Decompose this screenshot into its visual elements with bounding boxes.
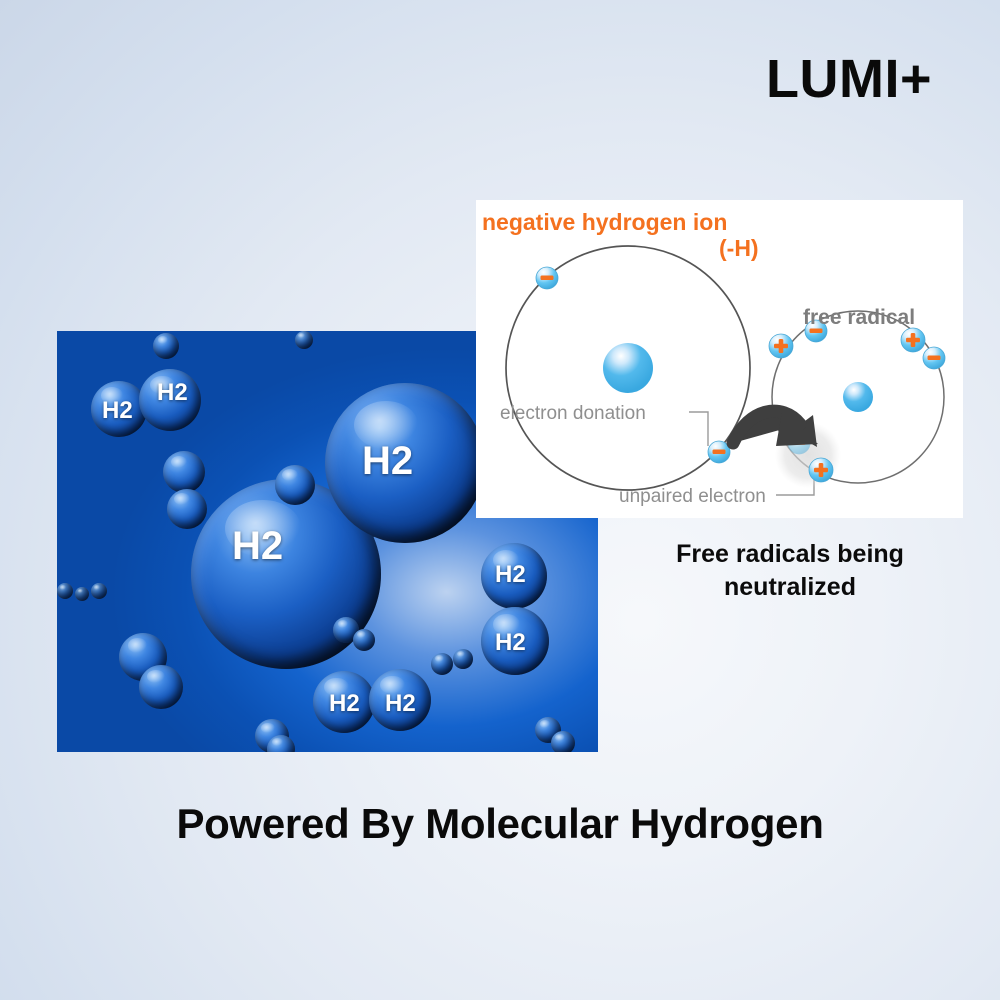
h2-label: H2 [157,379,188,406]
bubble-large-upper [325,383,485,543]
radical-particle-positive-bottom [808,457,834,483]
free-radical-orbit-circle [771,310,945,484]
h2-label: H2 [102,397,133,424]
bubble-scatter-8 [267,735,295,752]
hydrogen-orbit-circle [505,245,751,491]
bubble-near-neck [275,465,315,505]
electron-transfer-arrow [726,404,818,450]
bubble-scatter-5 [431,653,453,675]
h2-label: H2 [495,629,526,656]
bubble-right-upper [481,543,547,609]
bubble-scatter-1 [153,333,179,359]
electron-particle-donated [707,440,731,464]
hydrogen-ion-free-radical-diagram: negative hydrogen ion (-H) free radical … [476,200,963,518]
bubble-midleft-b [167,489,207,529]
bubble-right-lower [481,607,549,675]
hydrogen-nucleus [603,343,653,393]
h2-label: H2 [232,524,284,568]
diagram-title-negative-hydrogen-ion: negative hydrogen ion [482,209,727,235]
bubble-bottom-a [313,671,375,733]
electron-donation-label: electron donation [500,403,646,424]
free-radical-nucleus [843,382,873,412]
bubble-scatter-13 [91,583,107,599]
radical-particle-negative-right [922,346,946,370]
caption-line-1: Free radicals being [676,540,904,568]
caption-line-2: neutralized [724,573,856,601]
brand-logo-lumi-plus: LUMI+ [765,49,932,109]
h2-label: H2 [362,439,414,483]
bubble-midleft-a [163,451,205,493]
bubble-scatter-11 [57,583,73,599]
bubble-scatter-10 [551,731,575,752]
radical-particle-positive-right [900,327,926,353]
bubble-scatter-12 [75,587,89,601]
bubble-scatter-2 [295,331,313,349]
radical-particle-negative-top [804,319,828,343]
h2-label: H2 [329,690,360,717]
bubble-scatter-6 [453,649,473,669]
unpaired-electron-label: unpaired electron [619,486,766,507]
page-headline: Powered By Molecular Hydrogen [176,800,824,847]
radical-particle-positive-left [768,333,794,359]
free-radical-label: free radical [803,306,915,329]
bubble-topleft-b [139,369,201,431]
diagram-subtitle-minus-h: (-H) [719,235,759,261]
bubble-scatter-4 [353,629,375,651]
bubble-lowerleft-b [139,665,183,709]
electron-donation-leader-line [689,411,709,446]
bubble-bottom-b [369,669,431,731]
h2-label: H2 [385,690,416,717]
diagram-caption: Free radicals being neutralized [620,538,960,604]
h2-label: H2 [495,561,526,588]
electron-particle-upper [535,266,559,290]
bubble-topleft-a [91,381,147,437]
